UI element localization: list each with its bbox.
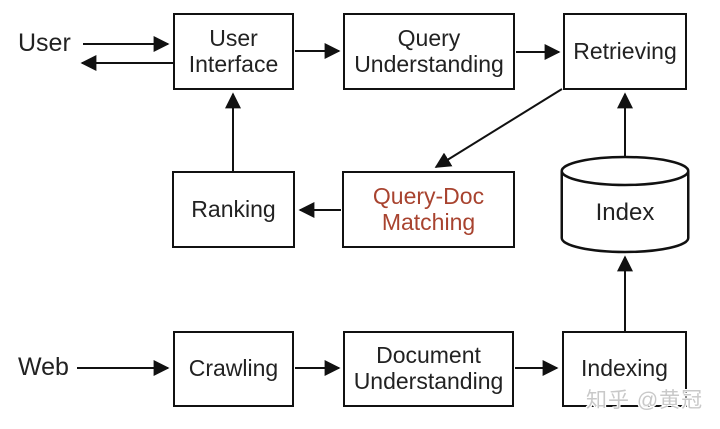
arrow-retrieving-to-query-doc-matching [434, 88, 563, 168]
node-query-doc-matching: Query-Doc Matching [342, 171, 515, 248]
node-user-interface: User Interface [173, 13, 294, 90]
node-index-label: Index [595, 199, 655, 226]
node-document-understanding: Document Understanding [343, 331, 514, 407]
index-cylinder [560, 155, 690, 254]
web-label: Web [18, 353, 69, 381]
zhihu-watermark: 知乎 @黄冠 [586, 389, 704, 412]
node-indexing: Indexing [562, 331, 687, 407]
user-label: User [18, 29, 71, 57]
node-crawling: Crawling [173, 331, 294, 407]
node-query-understanding: Query Understanding [343, 13, 515, 90]
node-ranking: Ranking [172, 171, 295, 248]
node-retrieving: Retrieving [563, 13, 687, 90]
